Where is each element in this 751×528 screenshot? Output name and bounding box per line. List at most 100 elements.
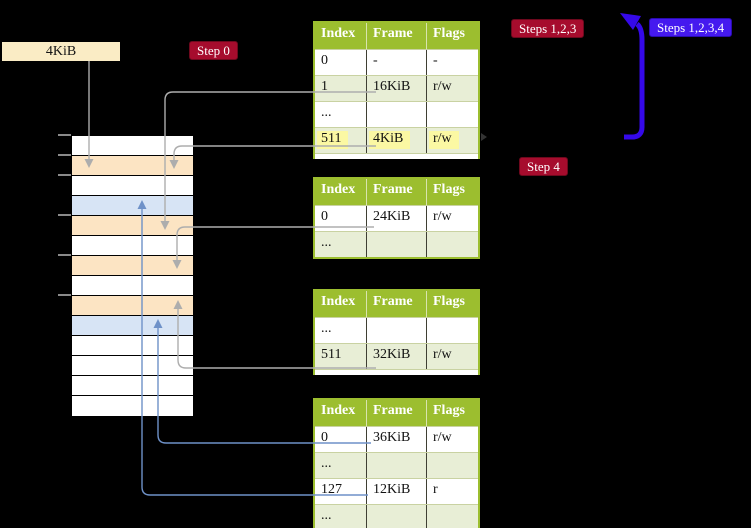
memory-row-white (72, 356, 193, 376)
column-header: Index (315, 179, 367, 205)
frame-size-label: 4KiB (2, 42, 120, 61)
memory-row-orange (72, 216, 193, 236)
cell-flags (427, 453, 478, 478)
memory-row-orange (72, 296, 193, 316)
highlight: 511 (317, 131, 349, 149)
table-row: 511 32KiB r/w (315, 343, 478, 369)
cell-index: ... (315, 102, 367, 127)
table-continues-sliver (315, 153, 478, 159)
cell-frame (367, 453, 427, 478)
column-header: Flags (433, 294, 465, 309)
cell-flags (427, 232, 478, 257)
memory-row-blue (72, 316, 193, 336)
table-header-row: Index Frame Flags (315, 179, 478, 205)
cell-frame: 36KiB (367, 427, 427, 452)
memory-row-orange (72, 156, 193, 176)
tick-mark (58, 254, 71, 256)
big-steps-arrow (624, 22, 645, 140)
cell-index: 0 (315, 427, 367, 452)
cell-index: 511 (315, 344, 367, 369)
highlight: r/w (429, 131, 459, 149)
column-header: Index (315, 400, 367, 426)
memory-row-white (72, 236, 193, 256)
column-header: Frame (367, 400, 427, 426)
tick-mark (58, 154, 71, 156)
cell-flags (427, 505, 478, 528)
table-header-row: Index Frame Flags (315, 400, 478, 426)
cell-flags: - (433, 53, 438, 68)
cell-frame: 24KiB (367, 206, 427, 231)
table-header-row: Index Frame Flags (315, 23, 478, 49)
page-table-4: Index Frame Flags 0 36KiB r/w ... 127 12… (313, 398, 480, 528)
cell-index: 511 (315, 128, 367, 153)
memory-row-blue (72, 196, 193, 216)
cell-frame: - (367, 50, 427, 75)
cell-frame: 16KiB (367, 76, 427, 101)
cell-index: ... (315, 318, 367, 343)
cell-flags (427, 102, 478, 127)
memory-row-white (72, 176, 193, 196)
cell-index: ... (315, 505, 367, 528)
memory-row-white (72, 376, 193, 396)
column-header: Flags (433, 403, 465, 418)
cell-flags: r/w (433, 347, 452, 362)
cell-frame: 4KiB (367, 128, 427, 153)
column-header: Frame (367, 179, 427, 205)
cell-frame (367, 232, 427, 257)
tick-mark (58, 214, 71, 216)
table-row: ... (315, 452, 478, 478)
table-row: ... (315, 504, 478, 528)
table-continues-sliver (315, 369, 478, 375)
cell-flags: r/w (433, 430, 452, 445)
cell-frame (367, 102, 427, 127)
table-row: 1 16KiB r/w (315, 75, 478, 101)
big-steps-arrowhead (620, 13, 641, 30)
table-row: 127 12KiB r (315, 478, 478, 504)
memory-row-white (72, 336, 193, 356)
page-table-3: Index Frame Flags ... 511 32KiB r/w (313, 289, 480, 375)
cell-index: ... (315, 232, 367, 257)
page-table-1: Index Frame Flags 0 - - 1 16KiB r/w ... … (313, 21, 480, 159)
column-header: Flags (433, 182, 465, 197)
cell-flags: r/w (427, 128, 478, 153)
cell-index: 0 (315, 206, 367, 231)
column-header: Frame (367, 23, 427, 49)
table1-edge-nub (481, 133, 487, 141)
cell-index: 127 (315, 479, 367, 504)
column-header: Index (315, 291, 367, 317)
cell-index: ... (315, 453, 367, 478)
table-row: ... (315, 101, 478, 127)
memory-column (71, 135, 194, 417)
step4-badge: Step 4 (519, 157, 568, 176)
tick-mark (58, 134, 71, 136)
table-row: ... (315, 231, 478, 257)
table-row: 0 24KiB r/w (315, 205, 478, 231)
cell-index: 0 (315, 50, 367, 75)
steps123-badge: Steps 1,2,3 (511, 19, 585, 38)
table-row-highlighted: 511 4KiB r/w (315, 127, 478, 153)
memory-row-orange (72, 256, 193, 276)
memory-row-white (72, 396, 193, 416)
tick-mark (58, 174, 71, 176)
table-row: ... (315, 317, 478, 343)
cell-frame (367, 505, 427, 528)
cell-flags: r/w (433, 79, 452, 94)
cell-index: 1 (315, 76, 367, 101)
cell-frame: 12KiB (367, 479, 427, 504)
cell-flags: r/w (433, 209, 452, 224)
cell-frame (367, 318, 427, 343)
table-row: 0 36KiB r/w (315, 426, 478, 452)
memory-row-white (72, 136, 193, 156)
cell-flags (427, 318, 478, 343)
highlight: 4KiB (369, 131, 411, 149)
tick-mark (58, 294, 71, 296)
cell-frame: 32KiB (367, 344, 427, 369)
memory-row-white (72, 276, 193, 296)
column-header: Index (315, 23, 367, 49)
steps1234-badge: Steps 1,2,3,4 (649, 18, 733, 37)
table-header-row: Index Frame Flags (315, 291, 478, 317)
step0-badge: Step 0 (189, 41, 238, 60)
column-header: Flags (433, 26, 465, 41)
cell-flags: r (433, 482, 438, 497)
